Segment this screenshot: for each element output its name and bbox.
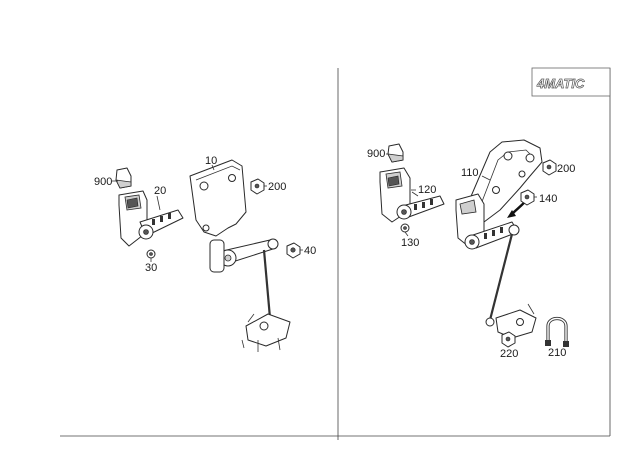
label-900-left: 900: [94, 176, 112, 188]
label-200-left: 200: [268, 181, 286, 193]
label-120: 120: [418, 184, 436, 196]
4matic-badge: 4MATIC: [531, 67, 611, 97]
part-10-bracket-linkage: [189, 159, 291, 352]
label-30: 30: [145, 262, 157, 274]
badge-text: 4MATIC: [536, 76, 585, 91]
diagram-frame: [60, 68, 611, 440]
label-200-right: 200: [557, 163, 575, 175]
part-40-nut: [286, 242, 301, 259]
part-200-nut-right: [542, 159, 557, 176]
label-210: 210: [548, 347, 566, 359]
part-120-level-sensor: [379, 167, 445, 223]
label-220: 220: [500, 348, 518, 360]
part-30-screw: [146, 249, 156, 259]
part-220-nut: [501, 331, 516, 348]
part-900-connector: [112, 167, 132, 189]
label-40: 40: [304, 245, 316, 257]
label-20: 20: [154, 185, 166, 197]
part-900-connector-right: [387, 143, 404, 163]
part-140-nut: [520, 189, 535, 206]
label-130: 130: [401, 237, 419, 249]
part-130-screw: [400, 223, 410, 233]
part-210-clip: [545, 316, 569, 347]
label-10: 10: [205, 155, 217, 167]
label-110: 110: [461, 167, 479, 179]
part-200-nut: [250, 178, 265, 195]
part-20-level-sensor: [118, 190, 184, 247]
label-140: 140: [539, 193, 557, 205]
part-110-bracket-assembly: [455, 139, 543, 339]
label-900-right: 900: [367, 148, 385, 160]
left-leader-lines: [150, 164, 303, 262]
right-assembly: 900 120 130 110 200 140 220 210: [367, 139, 575, 360]
left-assembly: 900 20 30 10 200 40: [94, 155, 316, 352]
right-leader-lines: [386, 153, 537, 348]
